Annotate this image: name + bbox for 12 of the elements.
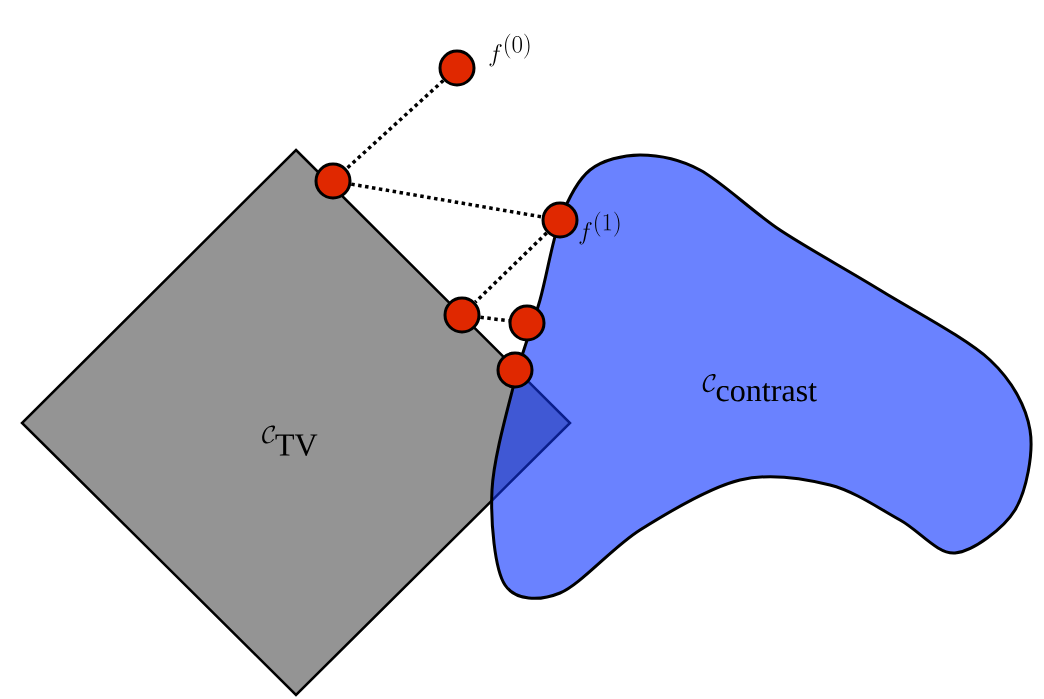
point-label: $f^{(1)}$: [579, 211, 620, 245]
node-label: $\mathcal{C}_{\mathrm{contrast}}$: [702, 374, 817, 402]
point-marker: [438, 49, 476, 87]
point-marker: [541, 201, 579, 239]
dotted-line: [474, 231, 548, 304]
point-marker: [314, 162, 352, 200]
point-label: $f^{(0)}$: [489, 33, 530, 67]
dotted-line: [345, 79, 445, 170]
dotted-line: [480, 315, 509, 323]
point-marker: [443, 296, 481, 334]
dotted-line: [350, 182, 543, 219]
point-marker: [508, 304, 546, 342]
